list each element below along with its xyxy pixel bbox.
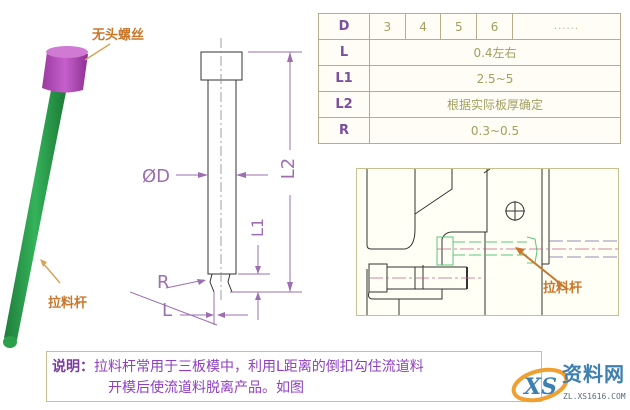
note-text-line-2: 开模后使流道料脱离产品。如图 <box>108 380 304 396</box>
row-header: R <box>318 117 370 144</box>
spec-table: D 3 4 5 6 ...... L 0.4左右 L1 2.5~5 L2 根据实… <box>318 13 622 144</box>
table-row-d: D 3 4 5 6 ...... <box>318 13 622 40</box>
sprue-puller-outline <box>436 236 538 266</box>
screw-leader-line <box>84 43 111 61</box>
note-text-line-1: 拉料杆常用于三板模中，利用L距离的倒扣勾住流道料 <box>94 359 424 375</box>
table-cell: 0.4左右 <box>369 39 621 66</box>
rod-shaft <box>207 79 237 275</box>
watermark-logo-text: 资料网 <box>562 362 625 386</box>
sprue-puller-3d-illustration <box>3 43 111 348</box>
row-header: D <box>318 13 370 40</box>
l2-dimension-label: L2 <box>278 157 300 180</box>
table-cell: 6 <box>476 13 513 40</box>
l1-dimension-label: L1 <box>248 217 268 238</box>
table-cell: ...... <box>511 13 622 40</box>
table-row-l1: L1 2.5~5 <box>318 65 621 92</box>
row-header: L <box>318 39 370 66</box>
sprue-puller-label-right: 拉料杆 <box>543 281 583 296</box>
explanation-note <box>46 351 542 402</box>
table-cell: 5 <box>440 13 478 40</box>
table-cell: 根据实际板厚确定 <box>369 91 621 118</box>
note-line-1: 说明：拉料杆常用于三板模中，利用L距离的倒扣勾住流道料 <box>52 356 424 376</box>
headless-screw-cap <box>42 46 88 93</box>
note-prefix: 说明： <box>52 359 94 375</box>
table-row-r: R 0.3~0.5 <box>318 117 621 144</box>
table-cell: 3 <box>369 13 406 40</box>
diameter-dimension-label: ØD <box>142 166 171 187</box>
row-header: L1 <box>318 65 370 92</box>
headless-screw-label: 无头螺丝 <box>92 28 145 43</box>
table-cell: 0.3~0.5 <box>369 117 621 144</box>
sprue-puller-label-left: 拉料杆 <box>48 296 88 311</box>
sprue-puller-technical-drawing <box>130 38 302 326</box>
table-cell: 4 <box>404 13 442 40</box>
table-row-l2: L2 根据实际板厚确定 <box>318 91 621 118</box>
watermark-url: ZL.XS1616.COM <box>563 392 626 401</box>
row-header: L2 <box>318 91 370 118</box>
table-row-l: L 0.4左右 <box>318 39 621 66</box>
mold-section-svg <box>366 169 618 315</box>
watermark-logo-icon: XS <box>511 367 569 403</box>
table-cell: 2.5~5 <box>369 65 621 92</box>
l-dimension-label: L <box>162 300 173 321</box>
mold-section-drawing <box>356 168 619 316</box>
r-dimension-label: R <box>157 272 170 293</box>
rod-leader-line <box>41 261 61 284</box>
svg-text:XS: XS <box>522 374 557 400</box>
green-rod <box>3 90 66 348</box>
rod-head <box>200 51 243 81</box>
